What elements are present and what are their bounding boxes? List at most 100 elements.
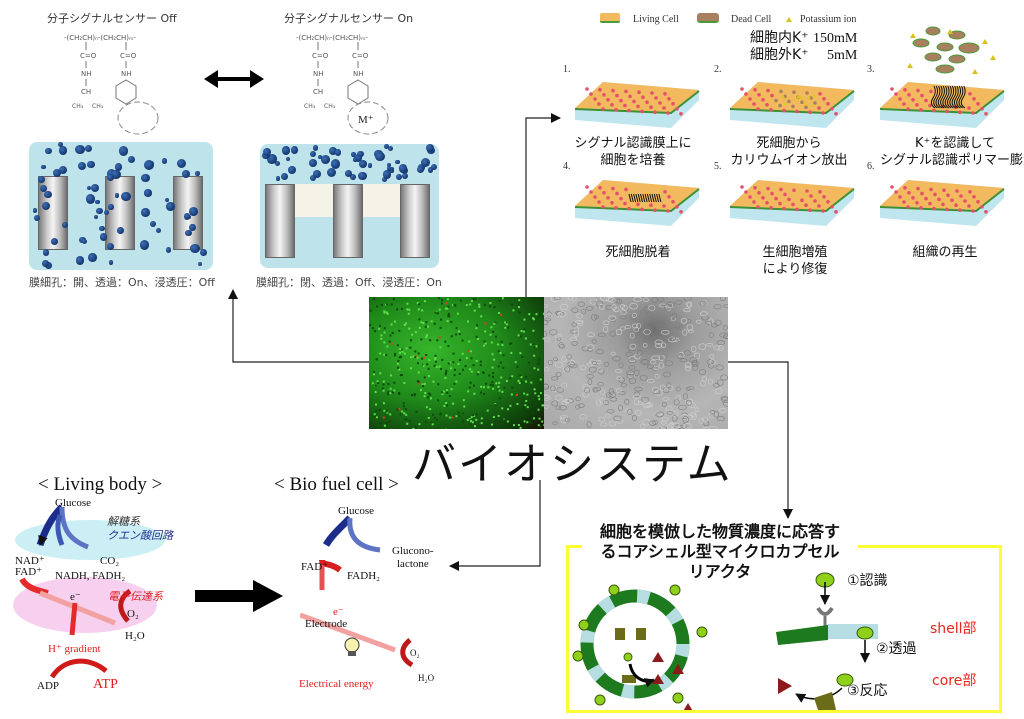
intracellular-k-value: 150mM <box>813 30 857 47</box>
lb-glucose: Glucose <box>55 497 91 509</box>
released-dead-cells <box>905 25 1005 80</box>
core-label: core部 <box>932 670 976 690</box>
ion-sphere <box>190 244 200 254</box>
bfc-glucose: Glucose <box>338 505 374 517</box>
svg-text:C=O: C=O <box>120 52 137 60</box>
ion-sphere <box>331 159 341 169</box>
ion-sphere <box>141 208 149 216</box>
ion-sphere <box>108 204 113 209</box>
lb-etc: 電子伝達系 <box>108 588 163 604</box>
ion-sphere <box>327 168 336 177</box>
sensor-on-title: 分子シグナルセンサー On <box>284 10 413 26</box>
pore-pillar <box>265 184 295 258</box>
ion-sphere <box>402 173 408 179</box>
legend-living-cell: Living Cell <box>633 14 679 25</box>
arrow-to-bio-fuel-cell <box>450 480 540 566</box>
ion-sphere <box>76 256 84 264</box>
big-right-arrow-icon <box>195 580 283 612</box>
double-arrow-icon <box>204 70 264 88</box>
ion-sphere <box>42 260 49 267</box>
lightbulb-icon <box>348 651 356 656</box>
svg-text:C=O: C=O <box>352 52 369 60</box>
ion-sphere <box>310 151 316 157</box>
ion-sphere <box>41 165 45 169</box>
dead-cell-icon <box>697 13 719 23</box>
ion-sphere <box>95 200 99 204</box>
membrane-off-illustration <box>29 142 213 270</box>
ion-sphere <box>321 155 330 164</box>
ion-sphere <box>115 193 120 198</box>
ion-sphere <box>288 166 296 174</box>
ion-sphere <box>162 158 167 163</box>
arrow-to-sensor <box>233 290 370 362</box>
step-caption-line: 細胞を培養 <box>558 152 708 169</box>
lb-fad: FAD⁺ <box>15 565 42 578</box>
ion-sphere <box>359 160 367 168</box>
svg-text:CH₃: CH₃ <box>304 103 316 110</box>
phase-contrast-texture <box>544 297 728 429</box>
step-caption: 死細胞からカリウムイオン放出 <box>714 135 864 169</box>
ion-sphere <box>104 210 109 215</box>
svg-text:C=O: C=O <box>312 52 329 60</box>
step-caption: シグナル認識膜上に細胞を培養 <box>558 135 708 169</box>
ion-sphere <box>421 158 430 167</box>
ion-sphere <box>198 262 202 266</box>
living-body-title: < Living body > <box>38 474 162 496</box>
ion-sphere <box>335 149 341 155</box>
step-caption-line: 死細胞から <box>714 135 864 152</box>
bio-fuel-cell-title: < Bio fuel cell > <box>274 474 399 496</box>
step-caption-line: 死細胞脱着 <box>563 244 713 261</box>
ion-sphere <box>85 145 92 152</box>
main-title: バイオシステム <box>412 428 733 492</box>
ion-sphere <box>395 160 400 165</box>
ion-sphere <box>313 145 318 150</box>
ion-sphere <box>119 146 129 156</box>
metal-ion-label: M⁺ <box>358 114 374 126</box>
cell-sheet-illustration <box>730 82 860 132</box>
fluorescence-texture <box>369 297 544 429</box>
ion-sphere <box>82 239 87 244</box>
ion-sphere <box>428 167 433 172</box>
ion-sphere <box>309 159 317 167</box>
ion-sphere <box>281 173 288 180</box>
ion-sphere <box>195 171 199 175</box>
ion-sphere <box>88 253 96 261</box>
lb-o2: O₂ <box>127 608 139 620</box>
ion-sphere <box>177 159 186 168</box>
ion-sphere <box>357 151 364 158</box>
step-caption: 死細胞脱着 <box>563 244 713 261</box>
step-number: 3. <box>867 64 875 75</box>
capsule-title-line: 細胞を模倣した物質濃度に応答す <box>585 522 855 542</box>
bio-fuel-cell-diagram <box>300 510 440 690</box>
step-number: 4. <box>563 161 571 172</box>
step-number: 5. <box>714 161 722 172</box>
ion-sphere <box>189 207 198 216</box>
extracellular-k-value: 5mM <box>827 47 857 64</box>
svg-text:NH: NH <box>313 70 324 78</box>
extracellular-k-label: 細胞外K⁺ <box>750 47 809 64</box>
ion-sphere <box>358 172 366 180</box>
lb-h-gradient: H⁺ gradient <box>48 642 101 655</box>
svg-text:CH: CH <box>81 88 91 96</box>
ion-sphere <box>128 156 135 163</box>
ion-sphere <box>44 191 52 199</box>
step-caption-line: 組織の再生 <box>870 244 1020 261</box>
bfc-fadh2: FADH₂ <box>347 570 380 582</box>
step-caption: 生細胞増殖により修復 <box>720 244 870 278</box>
bfc-electron: e⁻ <box>333 605 344 618</box>
ion-sphere <box>59 146 68 155</box>
step-caption: 組織の再生 <box>870 244 1020 261</box>
phase-contrast-micrograph <box>544 297 728 429</box>
svg-text:NH: NH <box>81 70 92 78</box>
svg-text:NH: NH <box>121 70 132 78</box>
ion-sphere <box>200 249 207 256</box>
bfc-fad: FAD⁺ <box>301 560 328 573</box>
ion-sphere <box>38 176 45 183</box>
cell-sheet-illustration <box>575 82 705 132</box>
svg-text:NH: NH <box>353 70 364 78</box>
step-number: 1. <box>563 64 571 75</box>
ion-sphere <box>144 189 151 196</box>
ion-sphere <box>313 170 321 178</box>
ion-sphere <box>368 163 373 168</box>
cell-sheet-illustration <box>880 180 1010 230</box>
